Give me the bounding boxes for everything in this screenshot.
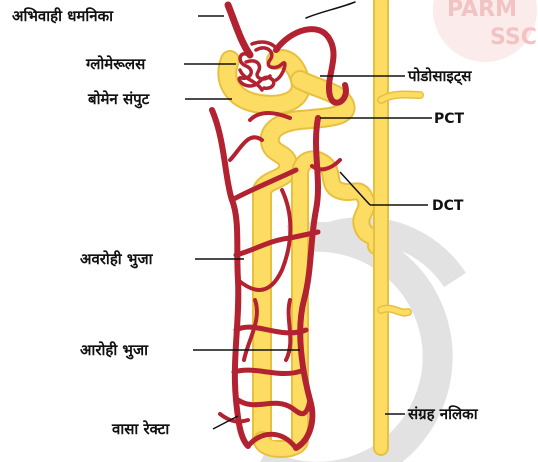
label-dct: DCT	[432, 198, 464, 214]
label-pct: PCT	[434, 111, 465, 127]
watermark-text-1: PARM	[447, 0, 517, 22]
label-ascending-limb: आरोही भुजा	[80, 341, 149, 360]
label-bowman-capsule: बोमेन संपुट	[87, 90, 151, 109]
watermark-text-2: SSC	[490, 25, 537, 50]
labels: अभिवाही धमनिका ग्लोमेरूलस बोमेन संपुट पो…	[12, 7, 479, 438]
label-descending-limb: अवरोही भुजा	[80, 250, 154, 269]
label-afferent-arteriole: अभिवाही धमनिका	[12, 7, 114, 25]
label-vasa-recta: वासा रेक्टा	[111, 420, 170, 438]
afferent-arteriole	[228, 5, 250, 55]
label-collecting-duct: संग्रह नलिका	[407, 405, 479, 423]
label-podocytes: पोडोसाइट्स	[407, 67, 472, 86]
label-glomerulus: ग्लोमेरूलस	[85, 55, 146, 73]
